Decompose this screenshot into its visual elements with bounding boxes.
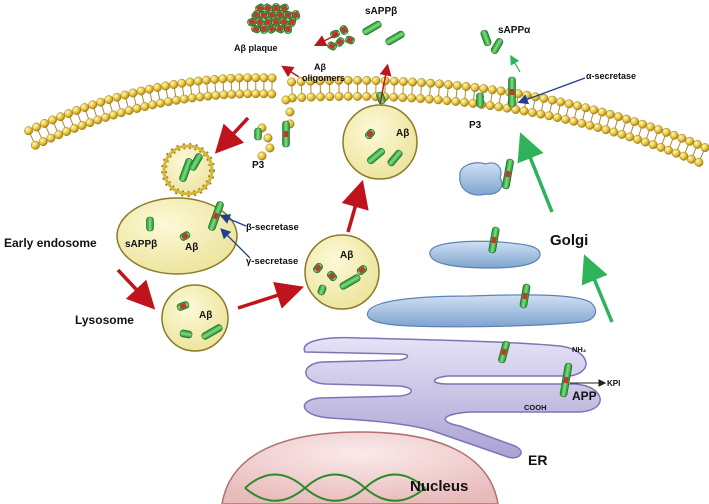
- protein-rod: [179, 158, 193, 182]
- protein-rod: [247, 17, 257, 27]
- protein-rod: [179, 231, 191, 241]
- protein-rod: [365, 128, 375, 140]
- cooh-label: COOH: [524, 403, 547, 412]
- lysosome-ab-label: Aβ: [199, 310, 212, 321]
- protein-rod: [508, 76, 516, 108]
- protein-rod: [279, 17, 289, 27]
- protein-rod: [498, 340, 510, 364]
- arrow-beta-secretase: [219, 214, 247, 227]
- protein-rod: [339, 274, 361, 290]
- protein-rod: [362, 20, 382, 36]
- arrow-gamma-secretase: [220, 228, 251, 259]
- arrow-to-membrane: [341, 179, 369, 233]
- arrow-er-to-golgi: [581, 254, 614, 323]
- protein-rod: [317, 284, 327, 296]
- protein-rod: [179, 329, 193, 339]
- arrow-endocytosis: [214, 116, 250, 154]
- arrow-plaque: [313, 33, 339, 47]
- golgi-apparatus: Golgi: [366, 162, 597, 328]
- protein-rod: [356, 265, 368, 275]
- protein-rod: [275, 10, 285, 20]
- protein-rod: [279, 3, 289, 13]
- protein-rod: [208, 201, 224, 231]
- gamma-secretase-label: γ-secretase: [246, 256, 298, 267]
- arrow-sappa-release: [510, 54, 521, 73]
- arrow-golgi-to-membrane: [517, 132, 554, 213]
- protein-rod: [263, 17, 273, 27]
- protein-rod: [291, 10, 301, 20]
- sappa-label: sAPPα: [498, 25, 531, 36]
- kpi-label: KPI: [607, 379, 620, 388]
- arrow-alpha-secretase: [517, 77, 586, 105]
- protein-rod: [385, 30, 405, 46]
- nh2-label: NH₂: [572, 345, 586, 354]
- protein-rod: [146, 216, 154, 232]
- protein-rod: [490, 38, 504, 54]
- protein-rod: [267, 24, 277, 34]
- early-endosome: sAPPβ Aβ: [116, 143, 238, 275]
- membrane-pit: [257, 95, 295, 161]
- arrow-sappb-release: [379, 63, 392, 105]
- protein-rod: [476, 92, 484, 108]
- protein-rod: [502, 158, 514, 190]
- protein-rod: [201, 324, 223, 340]
- lysosome-label: Lysosome: [75, 313, 134, 327]
- protein-rod: [488, 226, 500, 254]
- protein-rod: [559, 362, 573, 398]
- protein-rod: [345, 35, 355, 45]
- diagram-labels: Aβ plaque Aβ oligomers sAPPβ sAPPα α-sec…: [4, 6, 636, 412]
- top-vesicle-ab-label: Aβ: [396, 128, 409, 139]
- ab-oligomers-label: oligomers: [302, 73, 345, 83]
- protein-rod: [339, 25, 349, 35]
- protein-rod: [367, 147, 385, 165]
- protein-rod: [282, 120, 290, 148]
- endosome-sappb-label: sAPPβ: [125, 239, 157, 250]
- protein-rod: [327, 41, 337, 51]
- protein-rod: [275, 24, 285, 34]
- protein-rod: [327, 270, 337, 282]
- ab-oligomers-ab-label: Aβ: [314, 62, 326, 72]
- protein-rod: [254, 127, 262, 141]
- mid-vesicle-ab-label: Aβ: [340, 250, 353, 261]
- membrane-segment: [24, 73, 277, 150]
- beta-secretase-label: β-secretase: [246, 222, 299, 233]
- protein-rod: [313, 262, 323, 274]
- lysosome: Aβ: [161, 284, 229, 352]
- p3-right-label: P3: [469, 120, 482, 131]
- nucleus: Nucleus: [221, 431, 499, 504]
- protein-rod: [176, 301, 190, 311]
- protein-fragments: [146, 3, 573, 398]
- pathway-arrows: [116, 33, 614, 387]
- protein-rod: [259, 24, 269, 34]
- protein-rod: [189, 153, 203, 171]
- protein-rod: [480, 29, 492, 47]
- protein-rod: [272, 3, 280, 13]
- endoplasmic-reticulum: ER: [303, 336, 601, 468]
- protein-rod: [335, 37, 345, 47]
- ab-plaque-label: Aβ plaque: [234, 43, 278, 53]
- protein-rod: [519, 283, 531, 309]
- sappb-label: sAPPβ: [365, 6, 397, 17]
- endosome-ab-label: Aβ: [185, 242, 198, 253]
- alpha-secretase-label: α-secretase: [586, 71, 636, 81]
- protein-rod: [255, 17, 265, 27]
- app-label: APP: [572, 389, 597, 403]
- arrow-to-vesicle: [237, 282, 304, 310]
- protein-rod: [283, 10, 293, 20]
- p3-left-label: P3: [252, 160, 265, 171]
- golgi-label: Golgi: [550, 232, 588, 249]
- er-label: ER: [528, 452, 547, 468]
- early-endosome-label: Early endosome: [4, 236, 97, 250]
- protein-rod: [387, 149, 403, 167]
- protein-rod: [251, 24, 261, 34]
- nucleus-label: Nucleus: [410, 478, 468, 495]
- arrow-oligomers: [281, 65, 300, 78]
- arrow-to-lysosome: [116, 268, 156, 310]
- protein-rod: [287, 17, 297, 27]
- protein-rod: [284, 24, 292, 34]
- ab-vesicle-top: Aβ: [342, 104, 418, 180]
